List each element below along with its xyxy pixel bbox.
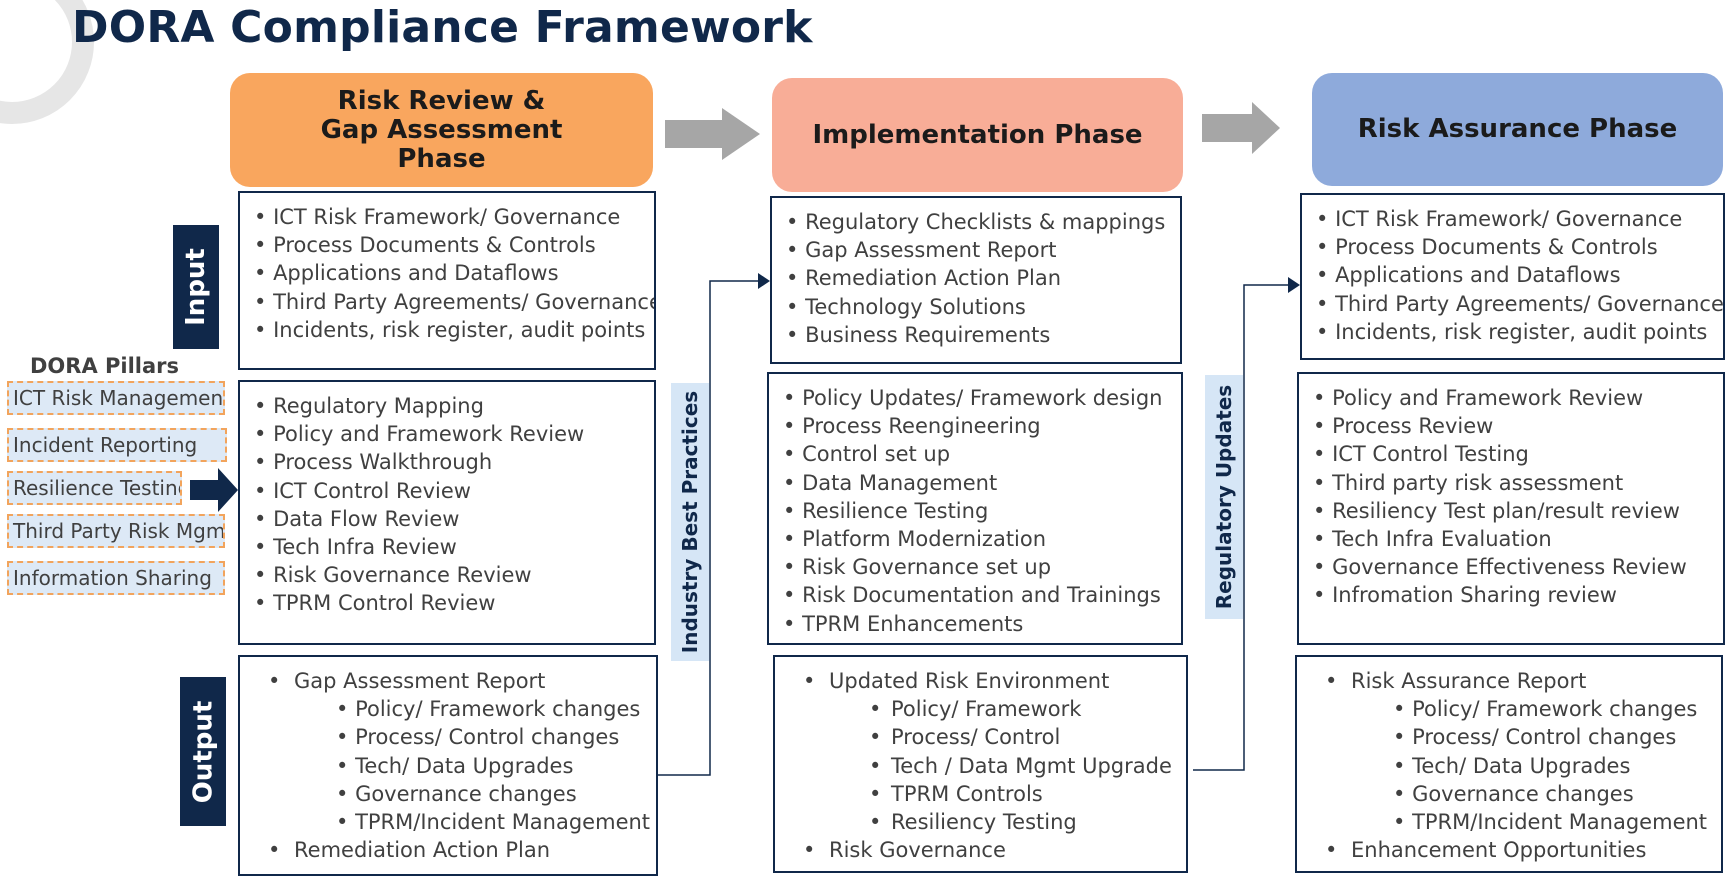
list-item: Process/ Control	[789, 723, 1178, 751]
list-item: Process Documents & Controls	[254, 231, 646, 259]
pillar-third-party-risk: Third Party Risk Mgmt	[7, 514, 225, 548]
phase-header-label: Risk Review & Gap Assessment Phase	[320, 85, 563, 174]
list-item: Incidents, risk register, audit points	[1316, 318, 1715, 346]
connector-line	[1193, 284, 1290, 771]
list-item: Policy/ Framework changes	[1311, 695, 1713, 723]
phase3-activities-box: Policy and Framework Review Process Revi…	[1297, 372, 1725, 645]
arrow-right-icon	[665, 108, 760, 160]
list-item: Policy and Framework Review	[254, 420, 646, 448]
arrowhead-icon	[1288, 277, 1300, 293]
list-item: Enhancement Opportunities	[1311, 836, 1713, 864]
list-item: Updated Risk Environment	[789, 667, 1178, 695]
list-item: Regulatory Checklists & mappings	[786, 208, 1172, 236]
list-item: Business Requirements	[786, 321, 1172, 349]
list-item: Resilience Testing	[783, 497, 1173, 525]
list-item: Policy/ Framework changes	[254, 695, 648, 723]
phase-header-label: Risk Assurance Phase	[1357, 114, 1678, 144]
list-item: TPRM Enhancements	[783, 610, 1173, 638]
list-item: Infromation Sharing review	[1313, 581, 1715, 609]
list-item: Process/ Control changes	[254, 723, 648, 751]
arrow-right-icon	[190, 468, 238, 512]
regulatory-updates-bar: Regulatory Updates	[1205, 375, 1243, 619]
industry-best-practices-bar: Industry Best Practices	[671, 383, 709, 661]
phase2-activities-box: Policy Updates/ Framework design Process…	[767, 372, 1183, 645]
list-item: Control set up	[783, 440, 1173, 468]
list-item: ICT Control Review	[254, 477, 646, 505]
list-item: Risk Governance	[789, 836, 1178, 864]
list-item: Data Management	[783, 469, 1173, 497]
list-item: Remediation Action Plan	[786, 264, 1172, 292]
list-item: Tech Infra Review	[254, 533, 646, 561]
list-item: Process Reengineering	[783, 412, 1173, 440]
list-item: Gap Assessment Report	[254, 667, 648, 695]
list-item: Regulatory Mapping	[254, 392, 646, 420]
list-item: Tech/ Data Upgrades	[1311, 752, 1713, 780]
pillars-title: DORA Pillars	[30, 354, 180, 378]
list-item: Policy/ Framework	[789, 695, 1178, 723]
list-item: Incidents, risk register, audit points	[254, 316, 646, 344]
list-item: Governance Effectiveness Review	[1313, 553, 1715, 581]
list-item: ICT Control Testing	[1313, 440, 1715, 468]
pillar-ict-risk-management: ICT Risk Management	[7, 381, 225, 415]
phase3-input-box: ICT Risk Framework/ Governance Process D…	[1300, 193, 1725, 360]
list-item: Process Documents & Controls	[1316, 233, 1715, 261]
list-item: ICT Risk Framework/ Governance	[1316, 205, 1715, 233]
arrowhead-icon	[758, 273, 770, 289]
list-item: Risk Documentation and Trainings	[783, 581, 1173, 609]
list-item: Policy Updates/ Framework design	[783, 384, 1173, 412]
list-item: Risk Governance Review	[254, 561, 646, 589]
pillar-information-sharing: Information Sharing	[7, 561, 225, 595]
phase1-activities-box: Regulatory Mapping Policy and Framework …	[238, 380, 656, 645]
list-item: TPRM/Incident Management	[254, 808, 650, 836]
connector-line	[658, 280, 760, 776]
arrow-right-icon	[1202, 102, 1280, 154]
phase1-output-box: Gap Assessment Report Policy/ Framework …	[238, 655, 658, 876]
list-item: TPRM Controls	[789, 780, 1178, 808]
list-item: Resiliency Testing	[789, 808, 1178, 836]
phase-header-label: Implementation Phase	[812, 119, 1143, 150]
list-item: Governance changes	[1311, 780, 1713, 808]
list-item: Policy and Framework Review	[1313, 384, 1715, 412]
phase-header-implementation: Implementation Phase	[772, 78, 1183, 192]
pillar-resilience-testing: Resilience Testing	[7, 471, 182, 505]
list-item: Third Party Agreements/ Governance	[254, 288, 654, 316]
list-item: Applications and Dataflows	[1316, 261, 1715, 289]
phase2-input-box: Regulatory Checklists & mappings Gap Ass…	[770, 196, 1182, 364]
list-item: TPRM Control Review	[254, 589, 646, 617]
list-item: Process Review	[1313, 412, 1715, 440]
list-item: Process Walkthrough	[254, 448, 646, 476]
phase2-output-box: Updated Risk Environment Policy/ Framewo…	[773, 655, 1188, 873]
list-item: Process/ Control changes	[1311, 723, 1713, 751]
list-item: ICT Risk Framework/ Governance	[254, 203, 646, 231]
pillar-incident-reporting: Incident Reporting	[7, 428, 227, 462]
list-item: Third party risk assessment	[1313, 469, 1715, 497]
list-item: Risk Assurance Report	[1311, 667, 1713, 695]
list-item: TPRM/Incident Management	[1311, 808, 1713, 836]
list-item: Gap Assessment Report	[786, 236, 1172, 264]
list-item: Tech / Data Mgmt Upgrade	[789, 752, 1178, 780]
phase-header-risk-assurance: Risk Assurance Phase	[1312, 73, 1723, 186]
list-item: Tech/ Data Upgrades	[254, 752, 648, 780]
list-item: Risk Governance set up	[783, 553, 1173, 581]
list-item: Data Flow Review	[254, 505, 646, 533]
list-item: Resiliency Test plan/result review	[1313, 497, 1715, 525]
list-item: Third Party Agreements/ Governance	[1316, 290, 1723, 318]
list-item: Platform Modernization	[783, 525, 1173, 553]
list-item: Governance changes	[254, 780, 648, 808]
output-label: Output	[180, 677, 226, 826]
phase1-input-box: ICT Risk Framework/ Governance Process D…	[238, 191, 656, 370]
page-title: DORA Compliance Framework	[72, 2, 813, 53]
list-item: Technology Solutions	[786, 293, 1172, 321]
phase3-output-box: Risk Assurance Report Policy/ Framework …	[1295, 655, 1723, 873]
phase-header-risk-review: Risk Review & Gap Assessment Phase	[230, 73, 653, 187]
list-item: Remediation Action Plan	[254, 836, 648, 864]
list-item: Applications and Dataflows	[254, 259, 646, 287]
input-label: Input	[173, 225, 219, 349]
list-item: Tech Infra Evaluation	[1313, 525, 1715, 553]
